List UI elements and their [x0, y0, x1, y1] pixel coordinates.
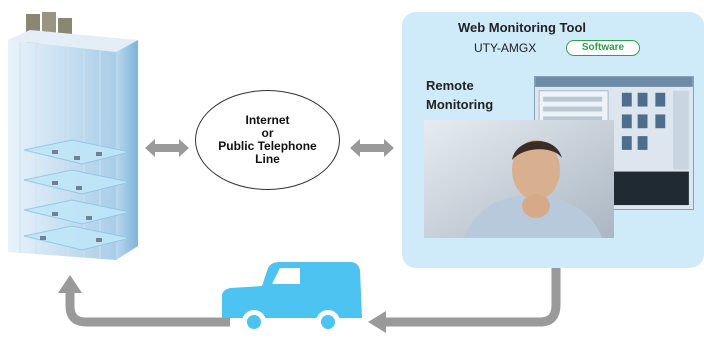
- bidirectional-arrow-icon: [145, 139, 189, 157]
- network-line-1: Internet: [245, 113, 290, 127]
- flow-arrow-to-building: [65, 290, 230, 327]
- building-icon: [8, 12, 138, 260]
- network-line-4: Line: [255, 152, 280, 166]
- tool-model: UTY-AMGX: [474, 41, 537, 55]
- person-photo: [424, 120, 614, 238]
- remote-line-2: Monitoring: [426, 97, 494, 112]
- flow-arrow-return: [385, 268, 561, 327]
- bidirectional-arrow-icon: [350, 139, 394, 157]
- tool-title: Web Monitoring Tool: [457, 20, 587, 35]
- network-line-2: or: [261, 126, 274, 140]
- remote-monitoring-label: Remote Monitoring: [426, 76, 516, 114]
- van-icon: [222, 262, 362, 334]
- remote-line-1: Remote: [426, 78, 474, 93]
- flow-arrowhead-to-van: [368, 311, 386, 333]
- network-line-3: Public Telephone: [218, 139, 317, 153]
- network-ellipse: Internet or Public Telephone Line: [195, 90, 340, 190]
- software-badge: Software: [566, 40, 640, 56]
- flow-arrowhead-to-building: [58, 275, 82, 293]
